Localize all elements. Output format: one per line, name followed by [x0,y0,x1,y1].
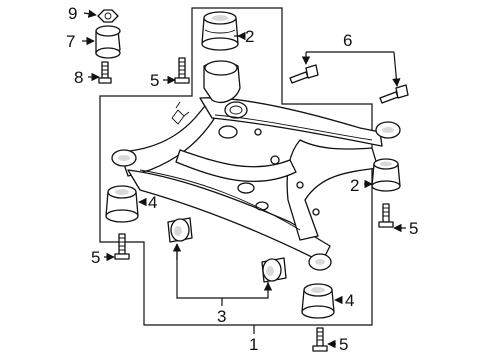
bolt-5-bottom [312,327,328,352]
callout-6: 6 [343,31,352,50]
callout-3: 3 [217,307,226,326]
callout-5-left: 5 [91,248,100,267]
callout-5-right: 5 [409,219,418,238]
bushing-left-4 [105,185,139,223]
bushing-3-left [167,217,193,243]
bolt-5-top [174,57,190,84]
bushing-lower-right-4 [301,283,335,319]
callout-5-top: 5 [150,71,159,90]
callout-8: 8 [74,68,83,87]
bolt-8 [98,61,112,84]
bushing-upper [201,11,239,51]
bolt-6-upper [289,64,319,84]
assembly-boundary-outline [99,7,373,326]
bolt-6-lower [379,84,409,104]
bolt-5-left [114,233,130,260]
bushing-3-right [261,257,287,283]
rear-subframe [111,60,401,271]
callout-1: 1 [249,335,258,354]
callout-7: 7 [66,32,75,51]
callout-5-bottom: 5 [339,335,348,354]
bushing-right [371,158,401,192]
callout-2-right: 2 [350,176,359,195]
nut-9 [97,9,119,23]
callout-2-upper: 2 [245,27,254,46]
callout-9: 9 [68,4,77,23]
callout-4-lower-right: 4 [345,291,354,310]
callout-4-left: 4 [148,193,157,212]
mount-7 [95,25,121,59]
bolt-5-right [378,203,394,228]
